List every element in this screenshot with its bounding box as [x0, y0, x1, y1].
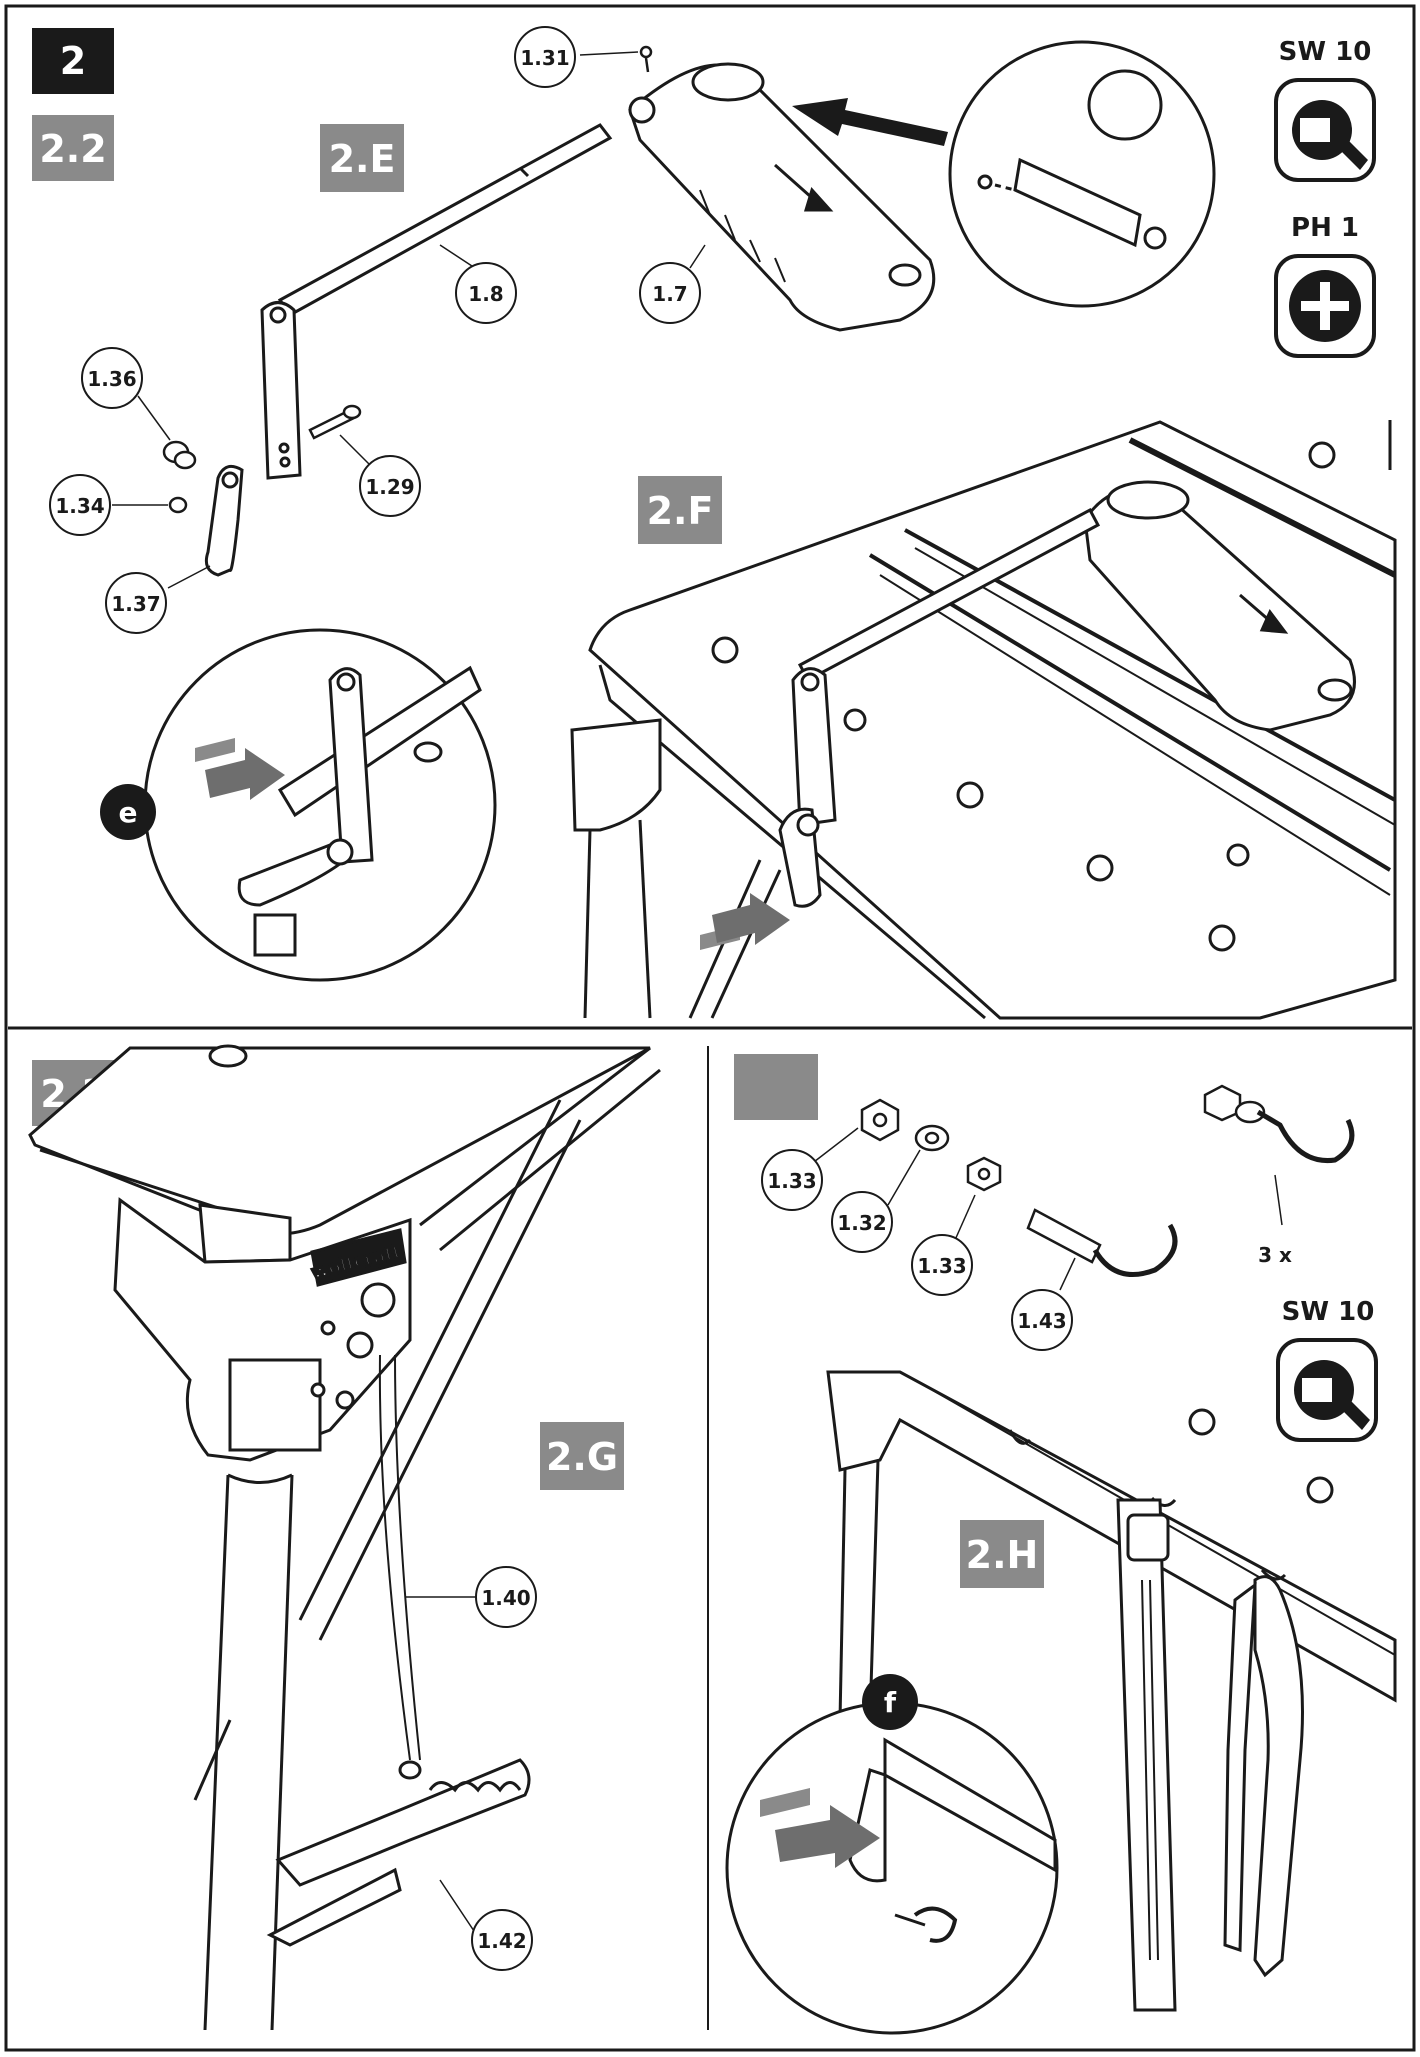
table-corner-underside [28, 1044, 651, 1264]
step-tag: 2 [32, 28, 114, 94]
svg-text:1.33: 1.33 [917, 1254, 966, 1278]
svg-text:e: e [119, 796, 138, 829]
callout-1-42: 1.42 [471, 1909, 533, 1971]
callout-1-43: 1.43 [1011, 1289, 1073, 1351]
support-arm [260, 301, 302, 480]
svg-text:1.29: 1.29 [365, 475, 414, 499]
svg-text:1.32: 1.32 [837, 1211, 886, 1235]
leg-bracket: wolfcraft [113, 1197, 412, 1462]
wrench-size-label-bottom: SW 10 [1282, 1297, 1375, 1327]
svg-text:1.36: 1.36 [87, 367, 136, 391]
callout-1-31: 1.31 [514, 26, 576, 88]
panel-label-2-G: 2.G [540, 1422, 624, 1490]
hanging-rip-fence [1116, 1498, 1177, 2012]
callout-1-8: 1.8 [455, 262, 517, 324]
hook-assembled [1203, 1084, 1355, 1226]
callout-1-32: 1.32 [831, 1191, 893, 1253]
direction-arrow [792, 98, 948, 146]
svg-text:1.37: 1.37 [111, 592, 160, 616]
svg-text:1.8: 1.8 [468, 282, 503, 306]
detail-circle-hinge [948, 40, 1216, 308]
section-label-2-2: 2.2 [32, 115, 114, 181]
step-number: 2 [60, 39, 86, 83]
mounted-arm [778, 667, 837, 908]
hanging-push-stick [1223, 1575, 1304, 1978]
clamp-lever-1-37 [204, 464, 244, 577]
wrench-size-label: SW 10 [1279, 37, 1372, 67]
svg-text:2.G: 2.G [546, 1435, 618, 1479]
push-arrow-f [700, 893, 790, 950]
svg-text:1.42: 1.42 [477, 1929, 526, 1953]
detail-tag-e: e [100, 784, 156, 840]
push-arrow-e [195, 738, 285, 800]
svg-text:1.34: 1.34 [55, 494, 104, 518]
svg-text:1.33: 1.33 [767, 1169, 816, 1193]
callout-1-37: 1.37 [105, 572, 167, 634]
callout-1-7: 1.7 [639, 262, 701, 324]
svg-text:f: f [884, 1686, 897, 1719]
table-leg-front [570, 718, 782, 1019]
screwdriver-size-label: PH 1 [1291, 213, 1359, 243]
panel-label-2-E: 2.E [320, 124, 404, 192]
spring-clamp-1-42 [266, 1758, 531, 1947]
leader-lines-bottom-right [809, 1127, 1076, 1291]
leg-tube-and-struts [193, 1046, 661, 2031]
screw-1-31 [639, 45, 653, 73]
phillips-icon [1274, 254, 1376, 358]
wrench-icon-bottom [1276, 1338, 1378, 1442]
wrench-icon [1274, 78, 1376, 182]
svg-text:2.H: 2.H [966, 1533, 1039, 1577]
svg-text:1.31: 1.31 [520, 46, 569, 70]
nut-1-34 [168, 496, 188, 514]
bolt-1-29 [308, 404, 362, 440]
page-border [4, 4, 1416, 2052]
callout-1-34: 1.34 [49, 474, 111, 536]
panel-label-2-F: 2.F [638, 476, 722, 544]
detail-circle-e [143, 628, 497, 982]
callout-1-33-a: 1.33 [761, 1149, 823, 1211]
detail-circle-f [725, 1701, 1059, 2035]
callout-1-36: 1.36 [81, 347, 143, 409]
panel-label-2-H: 2.H [960, 1520, 1044, 1588]
svg-text:1.40: 1.40 [481, 1586, 530, 1610]
hanging-cord [378, 1354, 421, 1761]
lock-nut-1-36 [162, 440, 197, 470]
push-arrow-f-detail [760, 1788, 880, 1868]
svg-text:2.F: 2.F [647, 489, 714, 533]
svg-text:1.7: 1.7 [652, 282, 687, 306]
mounted-guard [1083, 480, 1356, 732]
callout-1-29: 1.29 [359, 455, 421, 517]
detail-tag-f: f [862, 1674, 918, 1730]
callout-1-33-b: 1.33 [911, 1234, 973, 1296]
section-label-blank [734, 1054, 818, 1120]
hardware-exploded [860, 1098, 1178, 1277]
svg-text:2.2: 2.2 [39, 127, 106, 171]
callout-1-40: 1.40 [475, 1566, 537, 1628]
svg-text:2.E: 2.E [329, 137, 396, 181]
svg-text:1.43: 1.43 [1017, 1309, 1066, 1333]
blade-guard [628, 62, 936, 332]
quantity-label: 3 x [1258, 1243, 1292, 1267]
